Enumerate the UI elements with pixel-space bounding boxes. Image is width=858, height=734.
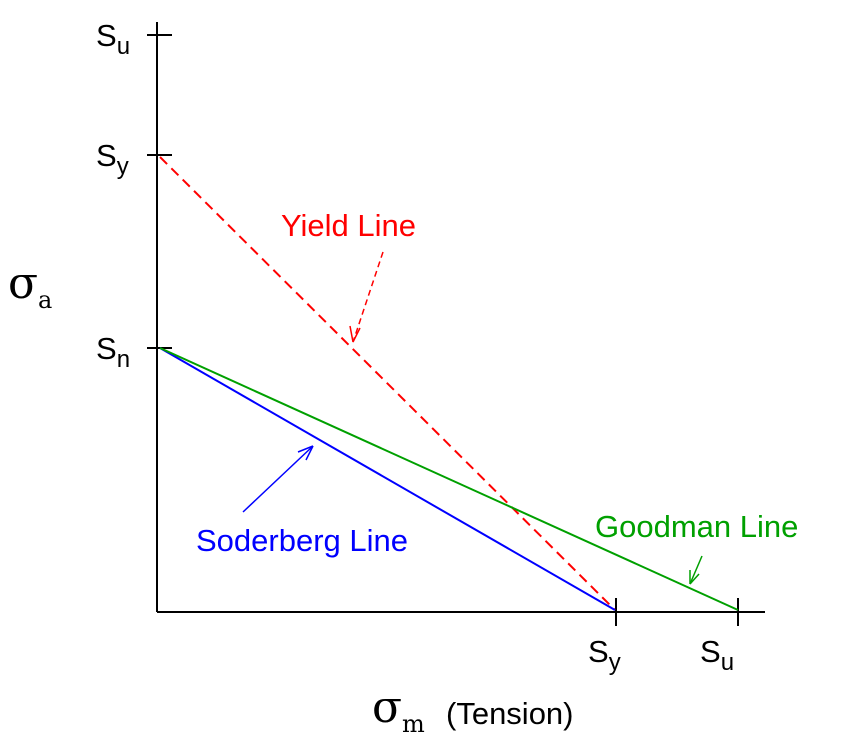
yield-line-label: Yield Line	[281, 208, 416, 243]
y-axis-symbol: σa	[8, 258, 52, 314]
soderberg-line-label: Soderberg Line	[196, 523, 408, 558]
soderberg-arrow	[242, 445, 314, 513]
soderberg-arrowhead	[297, 445, 314, 461]
x-axis-symbol: σm	[372, 682, 425, 734]
x-tick-label-su: Su	[700, 634, 734, 676]
yield-line	[159, 156, 616, 611]
soderberg-line	[159, 347, 616, 611]
x-tick-label-sy: Sy	[588, 634, 621, 676]
goodman-arrow	[689, 555, 703, 585]
y-tick-label-sn: Sn	[96, 331, 130, 373]
yield-arrow	[352, 251, 384, 343]
goodman-arrowhead	[689, 570, 700, 585]
y-tick-label-sy: Sy	[96, 138, 129, 180]
goodman-line-label: Goodman Line	[595, 509, 798, 544]
goodman-line	[159, 347, 739, 611]
y-tick-label-su: Su	[96, 18, 130, 60]
yield-arrowhead	[349, 325, 361, 343]
x-axis-note: (Tension)	[446, 696, 574, 731]
